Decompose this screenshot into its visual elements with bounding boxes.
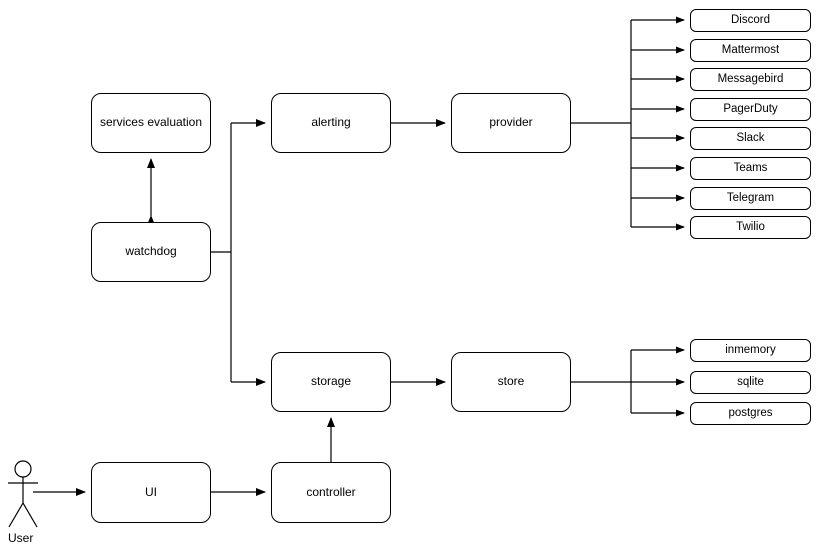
node-label: watchdog (125, 244, 177, 259)
node-storage[interactable]: storage (271, 352, 391, 412)
node-label: inmemory (725, 344, 776, 357)
user-actor-label: User (8, 531, 34, 545)
node-label: postgres (728, 407, 773, 420)
node-label: Messagebird (717, 73, 784, 86)
node-watchdog[interactable]: watchdog (91, 222, 211, 282)
node-discord[interactable]: Discord (690, 9, 811, 32)
node-label: services evaluation (99, 115, 203, 130)
node-label: provider (489, 115, 533, 130)
node-pagerduty[interactable]: PagerDuty (690, 98, 811, 121)
node-telegram[interactable]: Telegram (690, 187, 811, 210)
node-label: sqlite (737, 376, 764, 389)
node-inmemory[interactable]: inmemory (690, 339, 811, 362)
node-label: PagerDuty (723, 103, 778, 116)
node-sqlite[interactable]: sqlite (690, 371, 811, 394)
node-provider[interactable]: provider (451, 93, 571, 153)
node-postgres[interactable]: postgres (690, 402, 811, 425)
node-label: alerting (311, 115, 351, 130)
node-label: Mattermost (721, 44, 780, 57)
node-label: store (497, 374, 525, 389)
node-mattermost[interactable]: Mattermost (690, 39, 811, 62)
node-label: Teams (733, 162, 768, 175)
node-label: controller (306, 484, 356, 499)
node-store[interactable]: store (451, 352, 571, 412)
node-label: Telegram (726, 192, 775, 205)
node-slack[interactable]: Slack (690, 127, 811, 150)
node-messagebird[interactable]: Messagebird (690, 68, 811, 91)
node-teams[interactable]: Teams (690, 157, 811, 180)
node-label: Slack (736, 132, 765, 145)
node-controller[interactable]: controller (271, 462, 391, 523)
user-actor-figure (8, 460, 38, 528)
node-label: UI (145, 484, 157, 499)
node-twilio[interactable]: Twilio (690, 216, 811, 239)
node-label: storage (310, 374, 352, 389)
node-alerting[interactable]: alerting (271, 93, 391, 153)
node-ui[interactable]: UI (91, 462, 211, 523)
node-services_evaluation[interactable]: services evaluation (91, 93, 211, 153)
node-label: Discord (731, 14, 770, 27)
node-label: Twilio (736, 221, 765, 234)
